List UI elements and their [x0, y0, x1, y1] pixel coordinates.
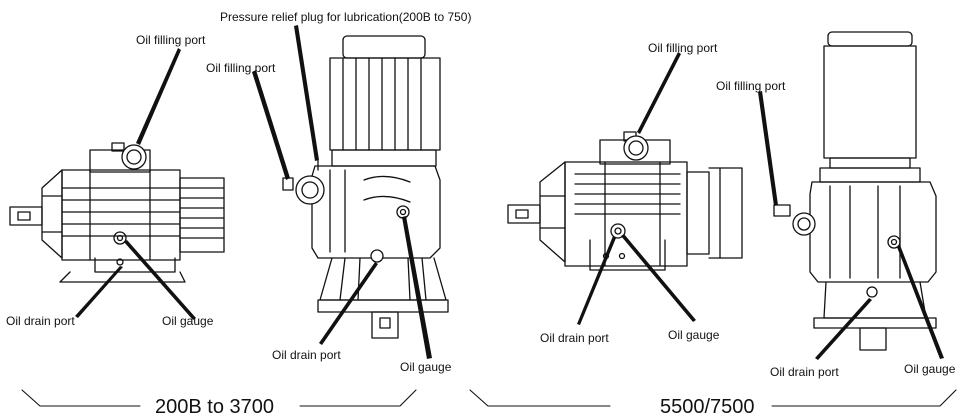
- label-oil-gauge-right-vertical: Oil gauge: [904, 362, 956, 376]
- label-oil-filling-port-right-vertical: Oil filling port: [716, 79, 786, 93]
- horizontal-reducer-large: [507, 131, 743, 271]
- label-oil-filling-port-right-horizontal: Oil filling port: [648, 41, 718, 55]
- caption-brackets: [21, 389, 957, 407]
- label-oil-gauge-left-horizontal: Oil gauge: [162, 314, 214, 328]
- caption-left: 200B to 3700: [155, 396, 274, 418]
- label-oil-drain-port-left-vertical: Oil drain port: [272, 348, 341, 362]
- label-oil-drain-port-left-horizontal: Oil drain port: [6, 314, 75, 328]
- label-oil-filling-port-left-vertical: Oil filling port: [206, 61, 276, 75]
- label-oil-drain-port-right-horizontal: Oil drain port: [540, 331, 609, 345]
- label-oil-drain-port-right-vertical: Oil drain port: [770, 365, 839, 379]
- caption-right: 5500/7500: [660, 396, 755, 418]
- label-oil-filling-port-left-horizontal: Oil filling port: [136, 33, 206, 47]
- vertical-reducer-small: [282, 35, 449, 339]
- leader-lines: [75, 25, 944, 360]
- vertical-reducer-large: [773, 31, 937, 351]
- label-oil-gauge-right-horizontal: Oil gauge: [668, 328, 720, 342]
- label-oil-gauge-left-vertical: Oil gauge: [400, 360, 452, 374]
- label-pressure-relief-plug: Pressure relief plug for lubrication(200…: [220, 10, 472, 24]
- horizontal-reducer-small: [9, 142, 225, 283]
